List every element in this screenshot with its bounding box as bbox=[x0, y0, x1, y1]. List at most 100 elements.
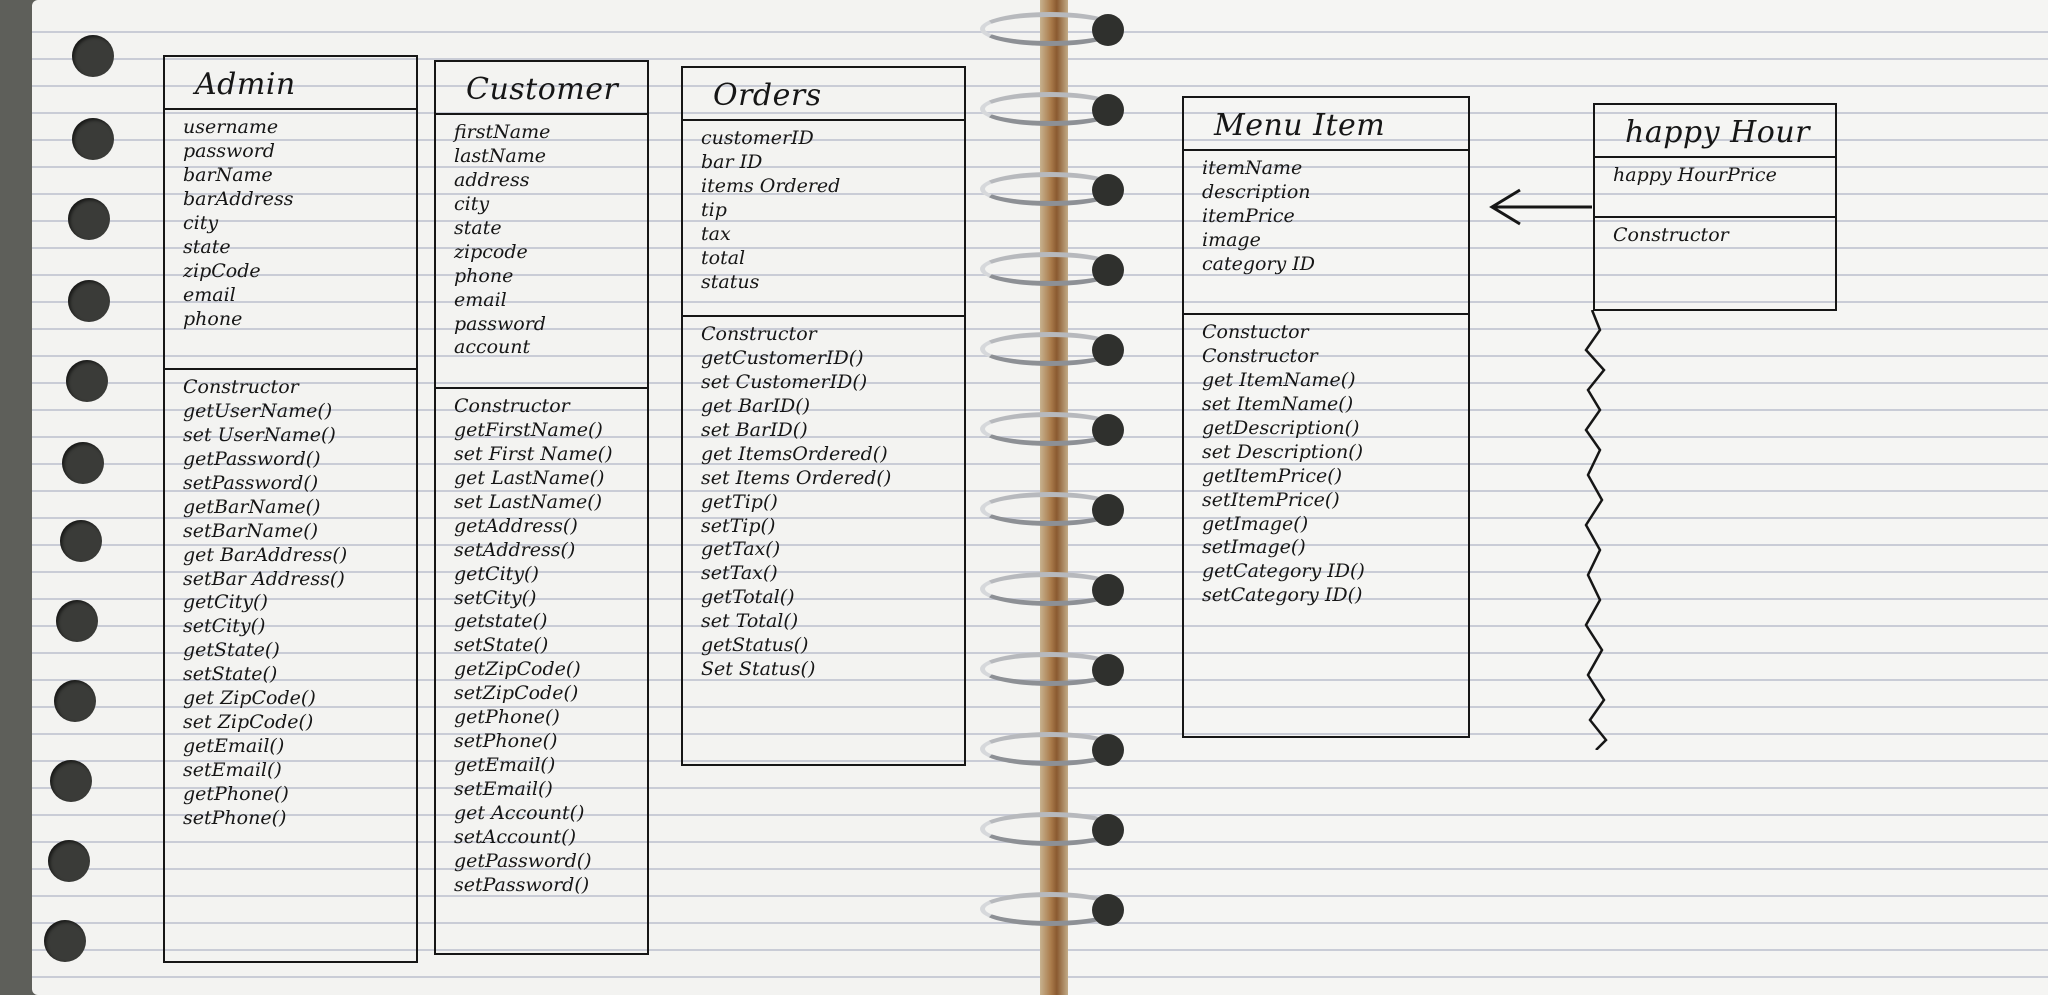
class-method: setState() bbox=[454, 634, 549, 657]
class-method: set Total() bbox=[701, 610, 799, 633]
punch-hole bbox=[68, 198, 110, 240]
class-method: getEmail() bbox=[454, 754, 556, 777]
class-method: getCity() bbox=[454, 562, 539, 585]
class-method: get LastName() bbox=[454, 466, 605, 489]
spiral-hole bbox=[1092, 814, 1124, 846]
class-method: getCustomerID() bbox=[701, 346, 864, 369]
class-attribute: password bbox=[454, 312, 546, 335]
class-method: set Items Ordered() bbox=[701, 466, 892, 489]
spiral-hole bbox=[1092, 94, 1124, 126]
spiral-hole bbox=[1092, 894, 1124, 926]
punch-hole bbox=[50, 760, 92, 802]
class-method: Constructor bbox=[701, 323, 817, 345]
spiral-hole bbox=[1092, 414, 1124, 446]
class-method: set ItemName() bbox=[1202, 392, 1354, 415]
class-attribute: phone bbox=[454, 264, 514, 287]
class-method: setAccount() bbox=[454, 825, 577, 848]
class-attribute: items Ordered bbox=[701, 174, 841, 197]
class-name: Menu Item bbox=[1184, 98, 1468, 151]
class-attribute: phone bbox=[183, 307, 243, 330]
class-method: setPassword() bbox=[454, 873, 590, 896]
class-method: getPassword() bbox=[183, 447, 321, 470]
class-attribute: happy HourPrice bbox=[1613, 164, 1777, 186]
class-method: getstate() bbox=[454, 610, 548, 633]
class-attribute: state bbox=[454, 216, 502, 239]
class-method: getItemPrice() bbox=[1202, 464, 1343, 487]
notebook-page-left bbox=[32, 0, 1052, 995]
class-method: Constructor bbox=[1202, 344, 1318, 367]
class-method: set LastName() bbox=[454, 490, 603, 513]
class-methods: Constructor bbox=[1595, 218, 1835, 252]
class-attribute: status bbox=[701, 270, 760, 293]
class-attribute: state bbox=[183, 235, 231, 258]
class-method: set CustomerID() bbox=[701, 370, 868, 393]
punch-hole bbox=[44, 920, 86, 962]
class-method: Constructor bbox=[454, 395, 570, 417]
class-method: getTip() bbox=[701, 490, 778, 513]
spiral-hole bbox=[1092, 574, 1124, 606]
class-method: getTotal() bbox=[701, 586, 795, 609]
class-method: setPhone() bbox=[454, 730, 558, 753]
notebook-page-right bbox=[1068, 0, 2048, 995]
class-method: set UserName() bbox=[183, 423, 336, 446]
class-method: getTax() bbox=[701, 538, 781, 561]
class-method: getBarName() bbox=[183, 495, 321, 518]
class-method: setPassword() bbox=[183, 471, 319, 494]
punch-hole bbox=[54, 680, 96, 722]
spiral-hole bbox=[1092, 494, 1124, 526]
class-method: get ZipCode() bbox=[183, 687, 316, 710]
class-method: Constuctor bbox=[1202, 321, 1309, 343]
class-method: Constructor bbox=[1613, 224, 1729, 246]
class-attribute: email bbox=[183, 283, 236, 306]
class-attribute: city bbox=[183, 211, 219, 234]
class-method: Set Status() bbox=[701, 658, 816, 681]
punch-hole bbox=[68, 280, 110, 322]
class-method: set ZipCode() bbox=[183, 711, 314, 734]
class-attribute: lastName bbox=[454, 144, 547, 167]
class-attribute: email bbox=[454, 288, 507, 311]
class-method: setBarName() bbox=[183, 519, 319, 542]
punch-hole bbox=[62, 442, 104, 484]
class-method: getState() bbox=[183, 639, 280, 662]
punch-hole bbox=[60, 520, 102, 562]
class-attribute: bar ID bbox=[701, 150, 763, 173]
class-method: setImage() bbox=[1202, 536, 1306, 559]
class-method: setCity() bbox=[183, 615, 266, 638]
class-attribute: tax bbox=[701, 222, 731, 245]
class-method: getStatus() bbox=[701, 634, 809, 657]
class-method: setEmail() bbox=[183, 759, 282, 781]
class-attribute: tip bbox=[701, 198, 727, 221]
class-attribute: firstName bbox=[454, 121, 551, 143]
class-method: Constructor bbox=[183, 376, 299, 398]
spiral-hole bbox=[1092, 734, 1124, 766]
spiral-hole bbox=[1092, 334, 1124, 366]
zigzag-line bbox=[1584, 310, 1608, 750]
class-method: getPassword() bbox=[454, 849, 592, 872]
class-method: setItemPrice() bbox=[1202, 488, 1340, 511]
class-method: getZipCode() bbox=[454, 658, 581, 681]
class-method: get Account() bbox=[454, 801, 585, 824]
class-attribute: address bbox=[454, 168, 530, 191]
class-attribute: username bbox=[183, 116, 279, 138]
class-method: get ItemsOrdered() bbox=[701, 442, 888, 465]
inheritance-arrow bbox=[1489, 188, 1592, 226]
class-method: setTip() bbox=[701, 514, 776, 537]
class-attribute: description bbox=[1202, 180, 1311, 203]
class-method: getDescription() bbox=[1202, 416, 1360, 439]
class-name: Customer bbox=[436, 62, 647, 115]
class-method: set First Name() bbox=[454, 442, 613, 465]
class-attribute: zipCode bbox=[183, 259, 261, 282]
class-box-happy-hour: happy Hour happy HourPrice Constructor bbox=[1593, 103, 1837, 311]
class-attributes: happy HourPrice bbox=[1595, 158, 1835, 218]
punch-hole bbox=[66, 360, 108, 402]
class-attribute: category ID bbox=[1202, 252, 1316, 275]
class-attribute: zipcode bbox=[454, 240, 528, 263]
